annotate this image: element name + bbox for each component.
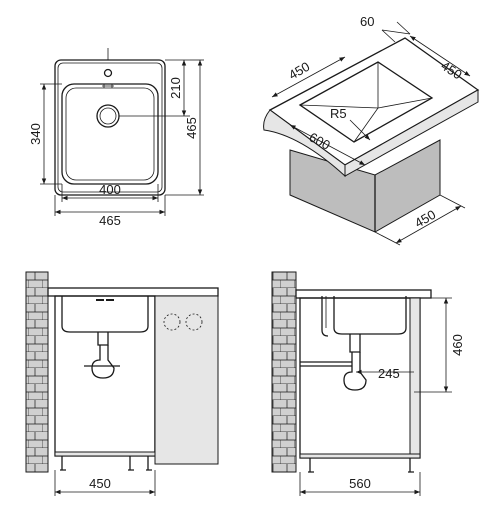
dim-front-cabinet-width: 450 — [89, 476, 111, 491]
side-siphon-trap — [343, 352, 367, 391]
side-worktop — [295, 289, 432, 299]
adjacent-cabinet — [154, 295, 219, 465]
sink-rim-outline — [54, 59, 166, 196]
tap-hole — [103, 68, 113, 78]
dim-side-cabinet-width: 560 — [349, 476, 371, 491]
dim-top-height-inner: 340 — [28, 123, 43, 145]
dim-side-drain-offset: 245 — [378, 366, 400, 381]
side-cabinet — [299, 297, 421, 459]
worktop — [47, 287, 219, 297]
dim-iso-cabinet-depth: 450 — [412, 207, 438, 231]
front-view: 450 — [25, 271, 219, 496]
dim-top-drain-offset: 210 — [168, 77, 183, 99]
dim-top-width-inner: 400 — [99, 182, 121, 197]
iso-view: R5 60 450 450 600 450 — [263, 14, 480, 246]
dim-iso-edge-left: 450 — [286, 59, 312, 83]
side-sink-bowl — [333, 296, 407, 335]
dim-top-width-outer: 465 — [99, 213, 121, 228]
sink-bowl-section — [61, 296, 149, 333]
dim-side-height: 460 — [450, 334, 465, 356]
dim-top-height-outer: 465 — [184, 117, 199, 139]
side-view: 245 460 560 — [271, 271, 465, 496]
top-view: 400 465 340 210 465 — [28, 48, 204, 228]
sink-bowl-outline — [61, 83, 159, 185]
dim-iso-edge-top: 60 — [360, 14, 374, 29]
side-wall-bricks — [271, 271, 297, 473]
drain-inner — [99, 107, 117, 125]
cabinet — [54, 295, 156, 457]
wall-bricks — [25, 271, 49, 473]
dim-iso-edge-right: 450 — [438, 58, 464, 82]
dim-iso-radius: R5 — [330, 106, 347, 121]
siphon-trap — [91, 345, 115, 379]
